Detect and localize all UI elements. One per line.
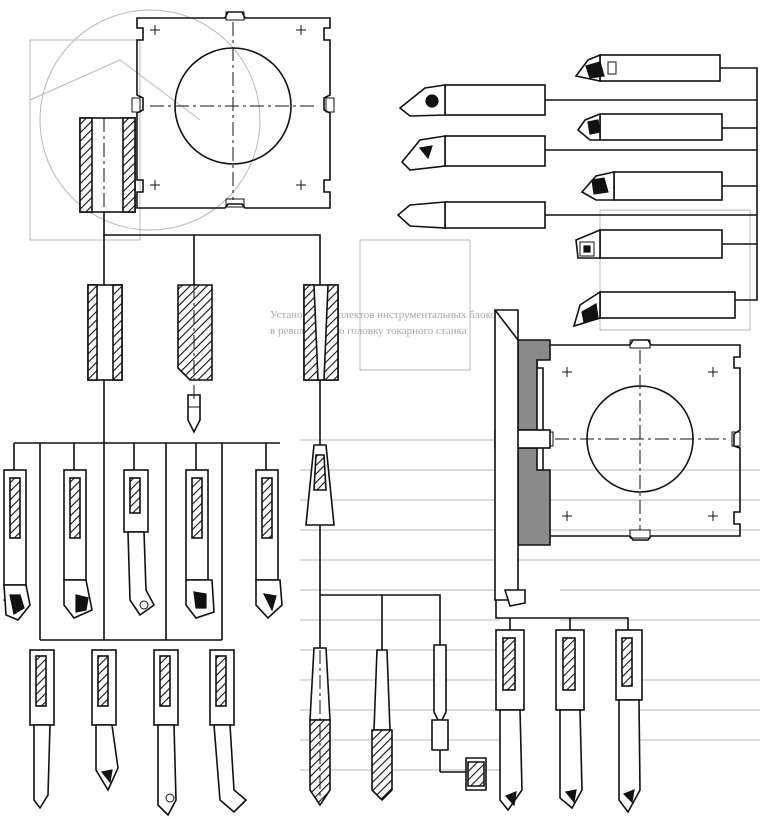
turning-insert-tool-icon <box>575 228 723 259</box>
turret-disc-icon <box>536 339 741 541</box>
boring-bar-icon <box>495 629 525 812</box>
tap-icon <box>371 649 393 802</box>
connector-lines-bottom-right <box>495 600 629 630</box>
boring-bar-icon <box>555 629 585 810</box>
center-icon <box>431 644 487 791</box>
boring-bar-icon <box>29 649 55 810</box>
turning-insert-tool-icon <box>63 469 93 619</box>
tapered-collet-icon <box>305 444 441 650</box>
boring-bar-icon <box>615 629 643 814</box>
adapter-sleeve-cylindrical <box>87 284 123 381</box>
adapter-sleeve-boring <box>177 284 213 434</box>
toolholder-clamp-icon <box>494 309 551 607</box>
connector-lines-right <box>545 67 758 301</box>
turning-insert-tool-icon <box>576 112 723 141</box>
turning-insert-tool-icon <box>398 84 546 117</box>
center-icon <box>396 201 546 229</box>
boring-bar-icon <box>123 469 156 617</box>
turning-insert-tool-icon <box>572 290 736 328</box>
connector-lines <box>103 212 321 285</box>
boring-bar-icon <box>91 649 119 792</box>
adapter-sleeve-taper <box>303 284 339 381</box>
boring-bar-icon <box>153 649 179 817</box>
turning-insert-tool-icon <box>580 171 723 201</box>
turning-insert-tool-icon <box>400 135 546 171</box>
caption-line-2: в револьверную головку токарного станка <box>270 325 467 337</box>
drill-icon <box>309 647 331 807</box>
boring-bar-icon <box>209 649 248 814</box>
turret-disc-icon <box>131 11 335 209</box>
turning-insert-tool-icon <box>185 469 215 619</box>
turning-insert-tool-icon <box>255 469 283 620</box>
turning-insert-tool-icon <box>574 53 721 82</box>
connector-lines-lower <box>13 380 321 641</box>
turning-insert-tool-icon <box>3 469 31 621</box>
toolholder-sleeve-icon <box>79 117 136 213</box>
